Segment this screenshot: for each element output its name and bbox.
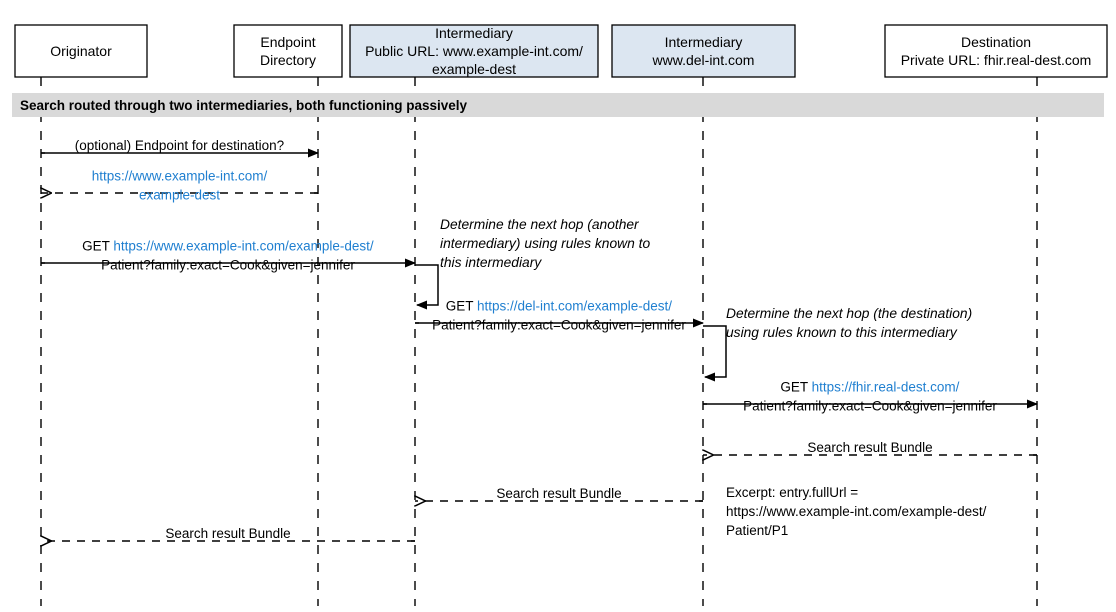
participant-label-line: www.del-int.com (652, 52, 755, 68)
participant-label-line: Endpoint (260, 34, 315, 50)
self-call-note-line: Determine the next hop (another (440, 217, 640, 232)
participant-label-line: Private URL: fhir.real-dest.com (901, 52, 1092, 68)
msg-bundle-int2-to-int1[interactable]: Search result Bundle (415, 486, 703, 501)
message-label-line: Patient?family:exact=Cook&given=jennifer (432, 318, 686, 333)
message-label-line: Search result Bundle (807, 440, 932, 455)
message-label-line: Search result Bundle (165, 526, 290, 541)
msg-endpoint-response[interactable]: https://www.example-int.com/example-dest (41, 169, 318, 203)
participant-label-line: example-dest (432, 61, 516, 77)
participant-label-line: Originator (50, 43, 112, 59)
message-label-line: (optional) Endpoint for destination? (75, 138, 284, 153)
banner-layer: Search routed through two intermediaries… (12, 93, 1104, 117)
self-call-intermediary-public[interactable]: Determine the next hop (another intermedi… (415, 217, 650, 310)
banner-title: Search routed through two intermediaries… (20, 98, 468, 113)
message-label-line: GET https://del-int.com/example-dest/ (446, 299, 673, 314)
participant-box (884, 24, 1108, 78)
self-call-note-line: this intermediary (440, 255, 542, 270)
message-label-line: Patient?family:exact=Cook&given=jennifer (743, 399, 997, 414)
self-call-arrow (415, 264, 439, 310)
self-call-note-line: intermediary) using rules known to (440, 236, 650, 251)
self-call-arrow (703, 325, 727, 382)
participant-box (349, 24, 599, 78)
participant-boxes-layer: OriginatorEndpointDirectoryIntermediaryP… (14, 24, 1108, 78)
message-label-line: example-dest (139, 188, 220, 203)
msg-get-del-int[interactable]: GET https://del-int.com/example-dest/Pat… (415, 299, 704, 333)
msg-get-fhir-real-dest[interactable]: GET https://fhir.real-dest.com/Patient?f… (703, 380, 1038, 414)
participant-box (14, 24, 148, 78)
participant-box (611, 24, 796, 78)
excerpt-note: Excerpt: entry.fullUrl = https://www.exam… (726, 485, 987, 538)
message-label-line: https://www.example-int.com/ (92, 169, 268, 184)
annotations-layer: Excerpt: entry.fullUrl = https://www.exam… (726, 485, 987, 538)
message-label-line: Patient?family:exact=Cook&given=jennifer (101, 258, 355, 273)
lifelines-layer (40, 77, 1038, 606)
participant-label-line: Intermediary (435, 25, 513, 41)
message-label-line: GET https://fhir.real-dest.com/ (780, 380, 959, 395)
participant-label-line: Directory (260, 52, 316, 68)
annotation-line: Excerpt: entry.fullUrl = (726, 485, 858, 500)
participant-originator[interactable]: Originator (14, 24, 148, 78)
annotation-line: Patient/P1 (726, 523, 788, 538)
self-call-note-line: Determine the next hop (the destination) (726, 306, 972, 321)
msg-bundle-dest-to-int2[interactable]: Search result Bundle (703, 440, 1037, 455)
participant-label-line: Intermediary (665, 34, 743, 50)
self-calls-layer: Determine the next hop (another intermedi… (415, 217, 972, 382)
banner-background (12, 93, 1104, 117)
msg-get-example-int[interactable]: GET https://www.example-int.com/example-… (41, 239, 416, 273)
messages-layer: (optional) Endpoint for destination? http… (41, 138, 1038, 541)
msg-bundle-int1-to-originator[interactable]: Search result Bundle (41, 526, 415, 541)
annotation-line: https://www.example-int.com/example-dest… (726, 504, 987, 519)
participant-label-line: Destination (961, 34, 1031, 50)
participant-label-line: Public URL: www.example-int.com/ (365, 43, 583, 59)
msg-endpoint-query[interactable]: (optional) Endpoint for destination? (41, 138, 319, 158)
message-label-line: Search result Bundle (496, 486, 621, 501)
self-call-note-line: using rules known to this intermediary (726, 325, 958, 340)
self-call-intermediary-del-int[interactable]: Determine the next hop (the destination)… (703, 306, 972, 382)
participant-intermediary-del-int[interactable]: Intermediary www.del-int.com (611, 24, 796, 78)
participant-box (233, 24, 343, 78)
message-label-line: GET https://www.example-int.com/example-… (82, 239, 374, 254)
